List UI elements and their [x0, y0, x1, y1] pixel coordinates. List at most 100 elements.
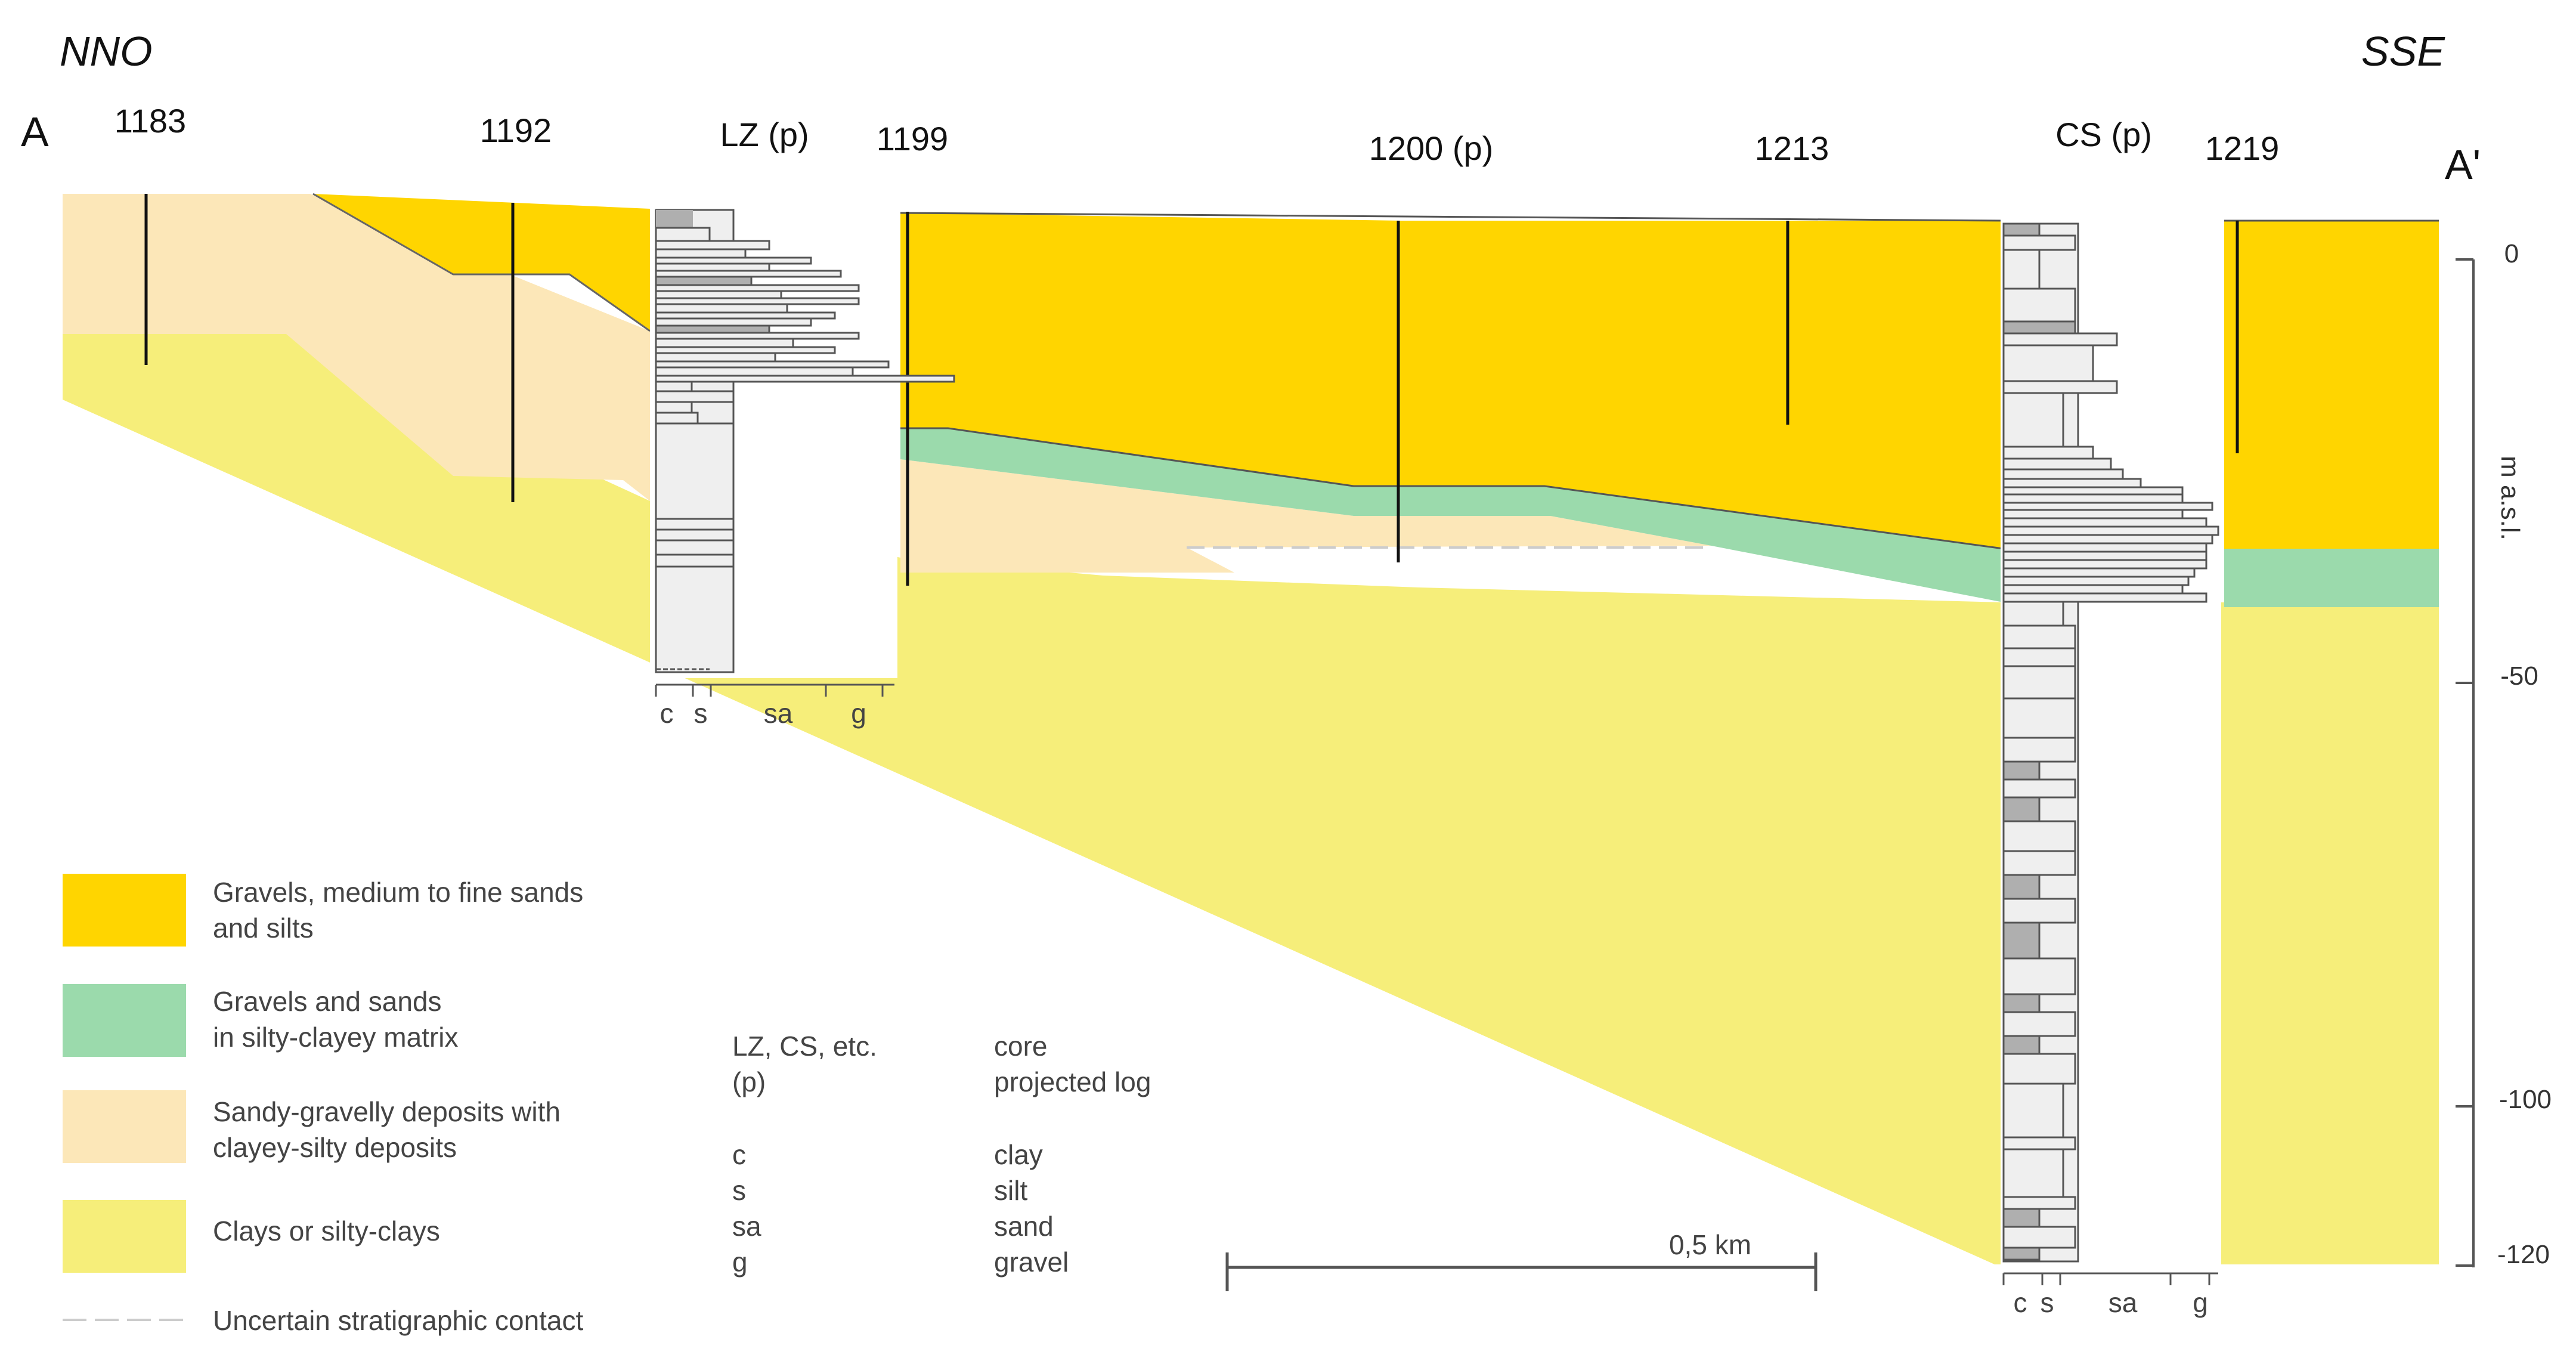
core-bed: [655, 338, 794, 348]
core-bed: [2002, 601, 2064, 627]
legend-swatch-gravels-sands: [63, 874, 186, 947]
core-bed: [2002, 737, 2076, 763]
direction-right: SSE: [2361, 28, 2445, 75]
core-bed: [655, 317, 812, 327]
core-bed: [655, 276, 753, 286]
core-bed: [2002, 509, 2184, 519]
layer-sandy-gravelly-2: [900, 459, 1711, 573]
legend-label-sandy-gravelly-1: Sandy-gravelly deposits with: [213, 1096, 561, 1127]
core-bed: [655, 390, 735, 403]
surface-line: [900, 212, 2004, 222]
core-bed: [655, 518, 735, 531]
core-label-cs: CS (p): [2055, 116, 2152, 153]
core-bed: [2002, 898, 2076, 924]
core-bed: [2002, 525, 2219, 536]
abbr-value-projected: projected log: [994, 1066, 1151, 1097]
core-bed: [2002, 468, 2124, 480]
core-bed: [655, 324, 770, 334]
legend-swatch-sandy-gravelly: [63, 1090, 186, 1163]
core-bed: [2002, 559, 2207, 570]
core-bed: [2002, 502, 2213, 511]
core-label-lz: LZ (p): [720, 116, 809, 153]
legend-label-gravels-matrix-1: Gravels and sands: [213, 986, 442, 1017]
layer-gravels-matrix-right: [2224, 549, 2439, 607]
grain-label-g: g: [851, 698, 866, 729]
well-label-1213: 1213: [1755, 129, 1829, 167]
core-bed: [655, 262, 770, 272]
abbr-value-clay: clay: [994, 1139, 1043, 1170]
grain-label-sa: sa: [2109, 1287, 2138, 1318]
core-bed: [2002, 957, 2076, 995]
well-label-1200: 1200 (p): [1369, 129, 1494, 167]
layer-gravels-matrix: [900, 428, 2004, 602]
core-lz-clay-top: [656, 210, 693, 228]
elevation-axis-title: m a.s.l.: [2496, 456, 2525, 540]
abbr-value-gravel: gravel: [994, 1247, 1069, 1278]
abbr-key-clay: c: [732, 1139, 746, 1170]
core-bed: [2002, 1053, 2076, 1085]
core-bed: [2002, 697, 2076, 739]
tick-label-minus-50: -50: [2500, 661, 2538, 691]
core-cs-grain-labels: c s sa g: [2014, 1287, 2208, 1318]
core-bed: [2002, 380, 2118, 394]
core-bed: [2002, 1226, 2076, 1249]
legend-label-gravels-sands-1: Gravels, medium to fine sands: [213, 877, 583, 908]
scale-bar: 0,5 km: [1225, 1229, 1818, 1291]
core-bed: [2002, 993, 2041, 1013]
core-bed: [2002, 534, 2213, 545]
core-bed: [2002, 542, 2207, 553]
contact-line-green-top: [900, 427, 2004, 550]
core-bed: [655, 248, 747, 259]
section-start-label: A: [21, 109, 49, 155]
core-log-cs: [2001, 218, 2221, 1285]
core-bed: [2002, 1196, 2076, 1210]
abbr-value-core: core: [994, 1031, 1047, 1062]
core-bed: [2002, 249, 2041, 290]
abbr-key-sand: sa: [732, 1211, 761, 1242]
abbr-value-sand: sand: [994, 1211, 1054, 1242]
abbr-key-projected: (p): [732, 1066, 766, 1097]
abbr-key-core: LZ, CS, etc.: [732, 1031, 877, 1062]
grain-label-s: s: [694, 698, 708, 729]
core-bed: [2002, 287, 2076, 323]
core-bed: [2002, 584, 2184, 595]
core-bed: [2002, 592, 2207, 603]
core-bed: [2002, 517, 2207, 528]
direction-left: NNO: [60, 28, 153, 75]
tick-label-0: 0: [2504, 239, 2519, 268]
layer-gravels-sands-2: [900, 213, 2004, 549]
core-bed: [2002, 850, 2076, 876]
core-bed: [2002, 234, 2076, 251]
core-bed: [655, 240, 770, 250]
core-bed: [2002, 486, 2184, 496]
core-bed: [2002, 478, 2142, 488]
well-label-1219: 1219: [2205, 129, 2280, 167]
grain-label-g: g: [2193, 1287, 2208, 1318]
core-bed: [2002, 332, 2118, 347]
tick-label-minus-120: -120: [2497, 1240, 2550, 1269]
core-bed: [2002, 550, 2207, 561]
core-bed: [655, 303, 788, 314]
core-bed: [2002, 1011, 2076, 1037]
core-bed: [2002, 624, 2076, 649]
core-bed: [655, 539, 735, 556]
core-bed: [2002, 778, 2076, 799]
core-lz-grain-labels: c s sa g: [660, 698, 866, 729]
grain-label-s: s: [2041, 1287, 2054, 1318]
core-bed: [655, 227, 711, 242]
elevation-axis: 0 -50 -100 -120 m a.s.l.: [2456, 239, 2552, 1269]
core-bed: [2002, 392, 2064, 448]
core-bed: [2002, 820, 2076, 852]
grain-label-sa: sa: [764, 698, 793, 729]
layer-sandy-gravelly: [63, 194, 650, 501]
core-bed: [2002, 647, 2076, 667]
legend-label-gravels-matrix-2: in silty-clayey matrix: [213, 1022, 459, 1053]
core-bed: [655, 381, 693, 392]
legend-label-gravels-sands-2: and silts: [213, 913, 314, 944]
core-bed: [2002, 665, 2076, 700]
core-log-lz: [650, 209, 955, 697]
core-bed: [2002, 493, 2184, 504]
core-bed: [655, 352, 776, 363]
core-bed: [2002, 1247, 2041, 1261]
